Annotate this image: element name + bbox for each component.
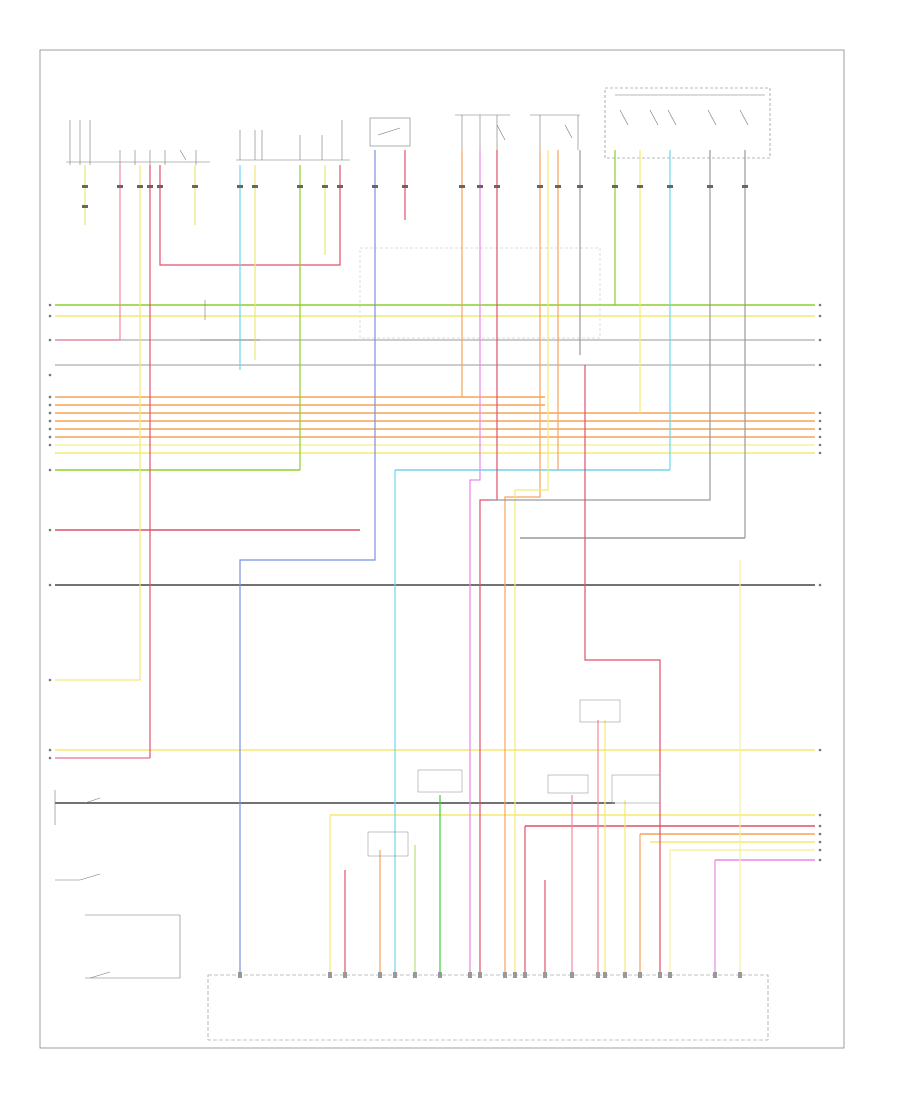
component-left-cluster	[66, 120, 210, 165]
wire-2	[55, 165, 121, 341]
wire-14	[469, 150, 481, 975]
sub-component-4	[579, 699, 621, 723]
left-side-switches	[54, 300, 260, 979]
wire-5	[159, 165, 341, 266]
horizontal-harness	[55, 304, 815, 861]
sub-component-5	[367, 831, 409, 857]
connector-markers	[82, 185, 748, 208]
left-terminals	[48, 303, 52, 760]
wire-3	[55, 165, 141, 681]
wire-17	[514, 150, 549, 975]
component-multi-switch	[604, 87, 771, 159]
component-fuse-block	[236, 120, 350, 161]
wire-26	[584, 365, 661, 975]
lower-components	[367, 699, 661, 857]
component-switch-a	[455, 114, 510, 150]
wire-15	[479, 150, 498, 975]
module-pins	[238, 972, 742, 978]
component-switch-box	[369, 117, 411, 147]
module-body	[207, 974, 769, 1041]
component-switch-b	[530, 114, 580, 150]
wire-16	[504, 150, 541, 975]
top-components	[66, 87, 771, 165]
sub-component-2	[547, 774, 589, 794]
sub-component-3	[611, 774, 661, 804]
wire-11	[239, 150, 376, 975]
bottom-module	[207, 972, 769, 1041]
wire-23	[490, 150, 711, 501]
sub-component-1	[417, 769, 463, 793]
diagram-frame	[39, 49, 845, 1049]
vertical-wires	[55, 150, 746, 975]
right-terminals	[818, 303, 822, 862]
